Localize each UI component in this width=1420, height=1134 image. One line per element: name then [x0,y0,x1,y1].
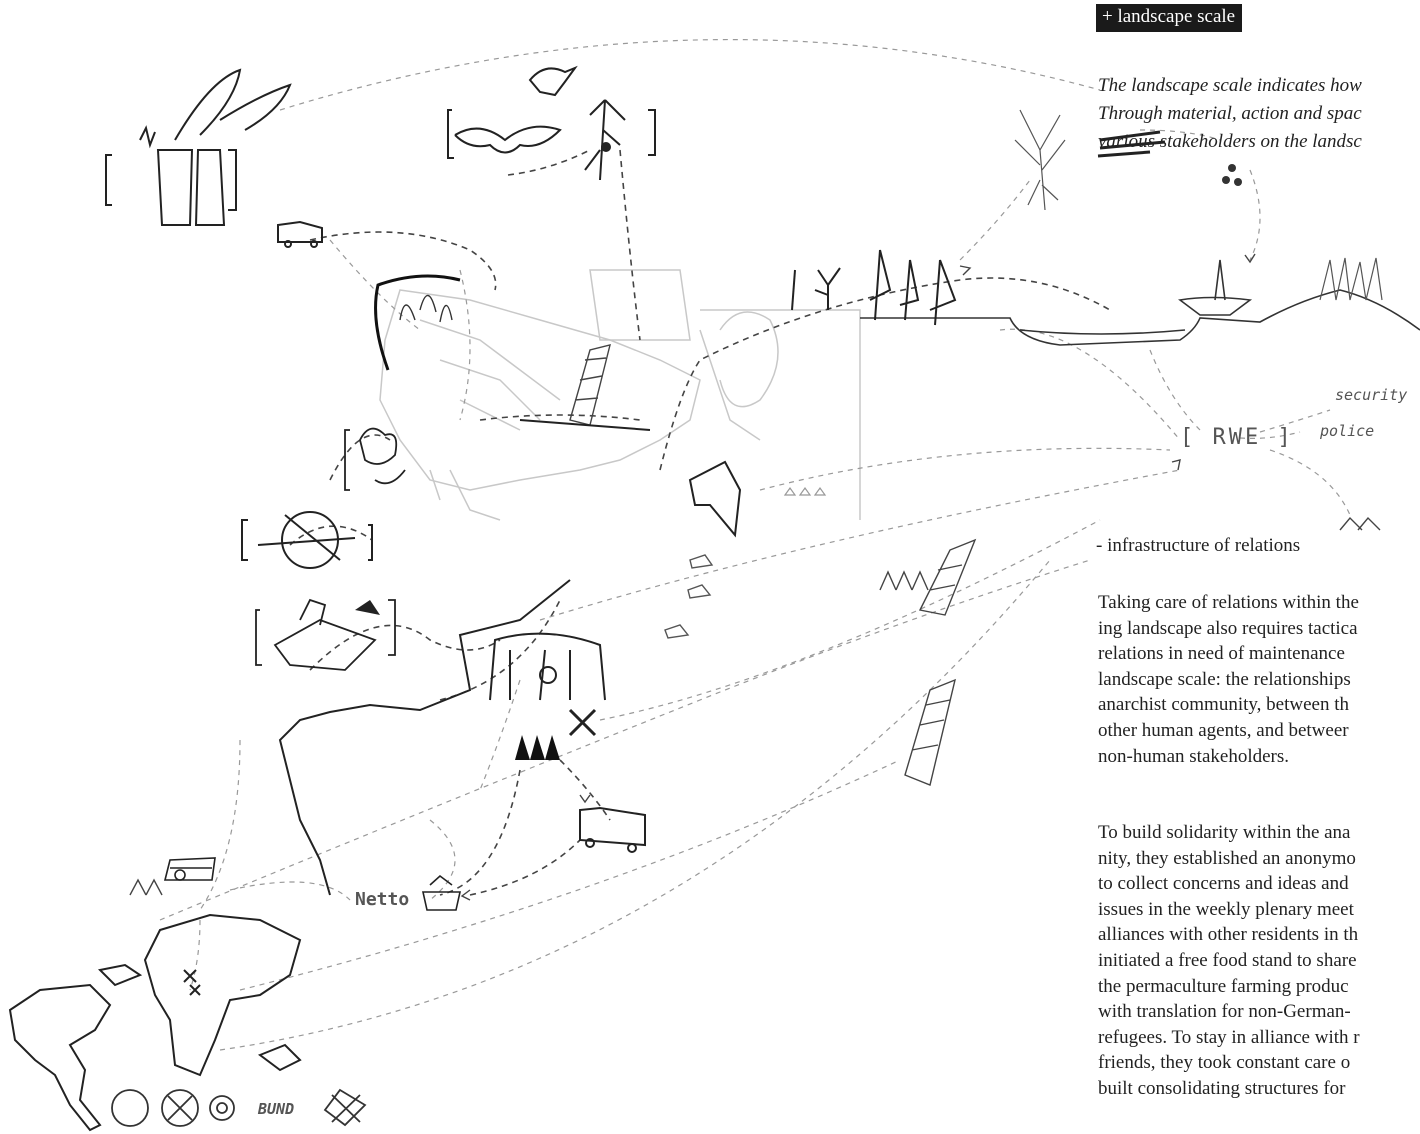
paragraph-solidarity: To build solidarity within the ana nity,… [1098,820,1420,1134]
intro-text: The landscape scale indicates how Throug… [1098,72,1420,156]
cooling-towers [106,70,290,225]
paragraph-line: landscape scale: the relationships [1098,667,1420,693]
paragraph-line: initiated a free food stand to share [1098,948,1420,974]
tree-group [792,250,955,325]
organization-logos [112,1090,365,1126]
paragraph-line: ing landscape also requires tactica [1098,616,1420,642]
relation-lines [290,150,1110,895]
crossed-circle [242,512,372,568]
faint-building-sketch [380,270,860,520]
paragraph-line: anarchist community, between th [1098,692,1420,718]
paragraph-line: relations in need of maintenance [1098,641,1420,667]
netto-basket [423,876,460,910]
rwe-label: [ RWE ] [1180,425,1294,450]
forest-outline [376,276,460,370]
shop-building [165,858,215,880]
paragraph-relations: Taking care of relations within the ing … [1098,590,1420,769]
forest-trees [400,295,452,322]
intro-line: various stakeholders on the landsc [1098,128,1420,156]
cars [665,555,712,638]
x-mark [570,710,595,735]
paragraph-line: issues in the weekly plenary meet [1098,897,1420,923]
netto-label: Netto [355,889,409,910]
shelter-structure [490,634,605,700]
paragraph-line: alliances with other residents in th [1098,922,1420,948]
bird-on-tree [530,68,655,180]
small-houses [785,488,825,495]
paragraph-line: friends, they took constant care o [1098,1050,1420,1076]
route-line [280,580,570,895]
witch-figure [355,600,380,615]
paragraph-line: to collect concerns and ideas and [1098,871,1420,897]
bat [448,110,560,158]
paragraph-line: refugees. To stay in alliance with r [1098,1025,1420,1051]
people-group [515,735,560,760]
paragraph-line: non-human stakeholders. [1098,744,1420,770]
paragraph-line: To build solidarity within the ana [1098,820,1420,846]
bund-label: BUND [257,1100,294,1118]
world-map [10,915,300,1130]
paragraph-line: built consolidating structures for [1098,1076,1420,1102]
paragraph-line: Taking care of relations within the [1098,590,1420,616]
berries [1222,164,1242,186]
tree-marker-dot [601,142,611,152]
paragraph-line: the permaculture farming produc [1098,974,1420,1000]
paragraph-line: with translation for non-German- [1098,999,1420,1025]
delivery-truck [580,808,645,852]
tree-top-right [1015,110,1065,210]
ladders [570,345,975,785]
paragraph-line: other human agents, and betweer [1098,718,1420,744]
animal-sketches [345,429,405,490]
intro-line: Through material, action and spac [1098,100,1420,128]
flag-banner [520,420,740,535]
paragraph-line: nity, they established an anonymo [1098,846,1420,872]
police-label: police [1319,422,1374,440]
small-truck [278,222,322,247]
arrow-markers [462,254,1255,900]
intro-line: The landscape scale indicates how [1098,72,1420,100]
security-label: security [1335,386,1407,404]
section-tag: + landscape scale [1096,4,1242,32]
section-subtitle: - infrastructure of relations [1096,534,1300,558]
